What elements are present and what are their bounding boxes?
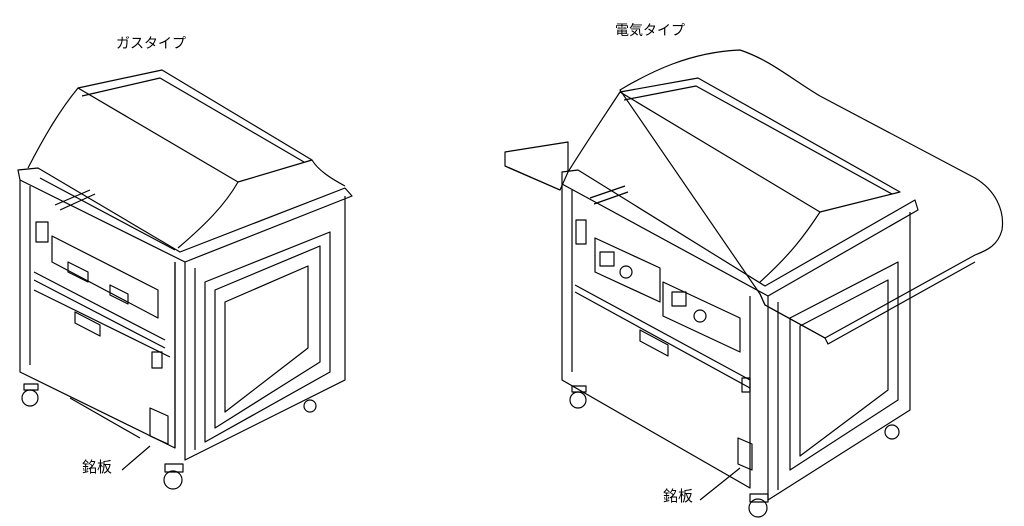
gas-type-title: ガスタイプ: [116, 36, 186, 52]
electric-nameplate-label: 銘板: [663, 487, 694, 505]
electric-type-title: 電気タイプ: [615, 23, 685, 39]
electric-unit-drawing: [505, 50, 1003, 517]
gas-unit-drawing: [18, 70, 352, 489]
gas-nameplate-label: 銘板: [82, 458, 113, 476]
